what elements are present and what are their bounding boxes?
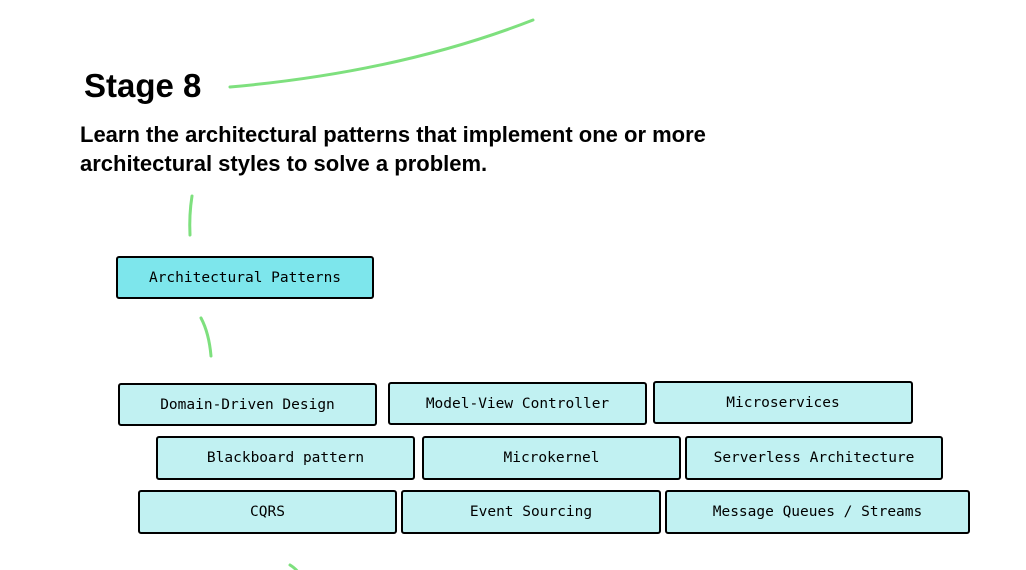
subtopic-microservices[interactable]: Microservices	[653, 381, 913, 424]
connector-desc-to-main	[188, 194, 194, 237]
subtopic-cqrs[interactable]: CQRS	[138, 490, 397, 534]
subtopic-event-sourcing[interactable]: Event Sourcing	[401, 490, 661, 534]
topic-architectural-patterns[interactable]: Architectural Patterns	[116, 256, 374, 299]
subtopic-microkernel[interactable]: Microkernel	[422, 436, 681, 480]
subtopic-domain-driven-design[interactable]: Domain-Driven Design	[118, 383, 377, 426]
subtopic-blackboard-pattern[interactable]: Blackboard pattern	[156, 436, 415, 480]
connector-main-to-subtopics	[199, 316, 213, 358]
subtopic-message-queues-streams[interactable]: Message Queues / Streams	[665, 490, 970, 534]
subtopic-model-view-controller[interactable]: Model-View Controller	[388, 382, 647, 425]
stage-title: Stage 8	[84, 67, 202, 104]
connector-to-stage-title	[228, 18, 535, 89]
connector-to-next-stage	[288, 563, 299, 570]
subtopic-serverless-architecture[interactable]: Serverless Architecture	[685, 436, 943, 480]
stage-description: Learn the architectural patterns that im…	[80, 122, 706, 176]
